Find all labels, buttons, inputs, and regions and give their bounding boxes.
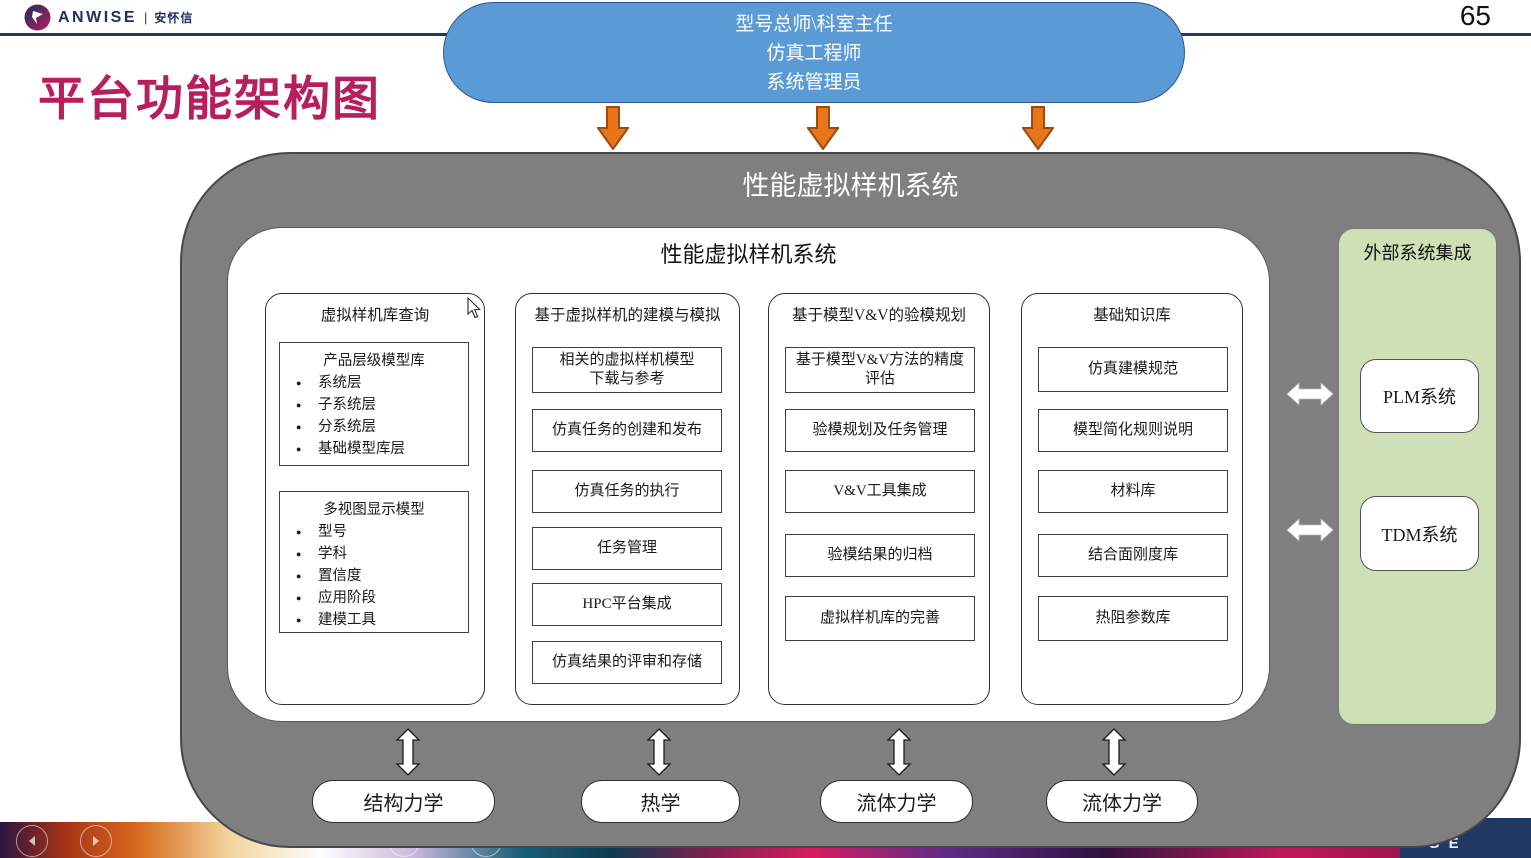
column-title: 基础知识库 bbox=[1093, 307, 1171, 324]
performance-vp-system-container: 性能虚拟样机系统 性能虚拟样机系统 虚拟样机库查询 产品层级模型库 系统层 子系… bbox=[180, 152, 1521, 848]
bullet-item: 子系统层 bbox=[280, 394, 468, 416]
container-title: 性能虚拟样机系统 bbox=[742, 171, 959, 201]
function-box: 验模结果的归档 bbox=[785, 534, 975, 577]
discipline-box-fluid-1: 流体力学 bbox=[820, 780, 973, 823]
performance-vp-system-panel: 性能虚拟样机系统 虚拟样机库查询 产品层级模型库 系统层 子系统层 分系统层 基… bbox=[227, 227, 1270, 722]
column-title: 基于虚拟样机的建模与模拟 bbox=[534, 307, 721, 324]
function-box: 虚拟样机库的完善 bbox=[785, 596, 975, 641]
discipline-box-fluid-2: 流体力学 bbox=[1046, 780, 1198, 823]
brand-divider: | bbox=[144, 10, 148, 25]
actor-line: 型号总师\科室主任 bbox=[735, 14, 893, 35]
function-box: 仿真任务的执行 bbox=[532, 470, 722, 513]
column-vv-validation-planning: 基于模型V&V的验模规划 基于模型V&V方法的精度 评估 验模规划及任务管理 V… bbox=[768, 293, 990, 705]
group-multiview-model: 多视图显示模型 型号 学科 置信度 应用阶段 建模工具 bbox=[279, 491, 469, 633]
group-title: 多视图显示模型 bbox=[323, 502, 425, 518]
horizontal-double-arrow-icon bbox=[1286, 517, 1334, 543]
function-box: HPC平台集成 bbox=[532, 583, 722, 626]
external-panel-title: 外部系统集成 bbox=[1363, 243, 1472, 263]
function-box: 仿真建模规范 bbox=[1038, 347, 1228, 392]
function-box: 相关的虚拟样机模型 下载与参考 bbox=[532, 347, 722, 393]
next-icon bbox=[80, 825, 112, 857]
bullet-item: 应用阶段 bbox=[280, 587, 468, 609]
tdm-system-box: TDM系统 bbox=[1360, 496, 1479, 571]
company-logo: ANWISE | 安怀信 bbox=[24, 4, 193, 31]
page-number: 65 bbox=[1459, 0, 1491, 31]
column-title: 基于模型V&V的验模规划 bbox=[792, 307, 966, 324]
panel-title: 性能虚拟样机系统 bbox=[660, 242, 837, 267]
bullet-item: 分系统层 bbox=[280, 416, 468, 438]
down-arrow-icon bbox=[807, 106, 839, 150]
function-box: 基于模型V&V方法的精度 评估 bbox=[785, 347, 975, 393]
function-box: 仿真结果的评审和存储 bbox=[532, 641, 722, 684]
vertical-double-arrow-icon bbox=[886, 728, 912, 776]
bullet-item: 建模工具 bbox=[280, 609, 468, 631]
mouse-pointer-icon bbox=[467, 297, 483, 319]
function-box: 仿真任务的创建和发布 bbox=[532, 409, 722, 452]
discipline-box-thermal: 热学 bbox=[581, 780, 740, 823]
bullet-item: 学科 bbox=[280, 543, 468, 565]
brand-name-cn: 安怀信 bbox=[154, 11, 194, 25]
horizontal-double-arrow-icon bbox=[1286, 381, 1334, 407]
function-box: 任务管理 bbox=[532, 527, 722, 570]
function-box: 验模规划及任务管理 bbox=[785, 409, 975, 452]
external-systems-panel: 外部系统集成 PLM系统 TDM系统 bbox=[1338, 228, 1497, 725]
vertical-double-arrow-icon bbox=[646, 728, 672, 776]
column-modeling-simulation: 基于虚拟样机的建模与模拟 相关的虚拟样机模型 下载与参考 仿真任务的创建和发布 … bbox=[515, 293, 740, 705]
down-arrow-icon bbox=[1022, 106, 1054, 150]
column-title: 虚拟样机库查询 bbox=[320, 307, 430, 324]
slide-title: 平台功能架构图 bbox=[38, 72, 381, 125]
group-product-level-model-library: 产品层级模型库 系统层 子系统层 分系统层 基础模型库层 bbox=[279, 342, 469, 466]
bullet-item: 置信度 bbox=[280, 565, 468, 587]
function-box: V&V工具集成 bbox=[785, 470, 975, 513]
function-box: 模型简化规则说明 bbox=[1038, 409, 1228, 452]
actors-box: 型号总师\科室主任 仿真工程师 系统管理员 bbox=[443, 2, 1185, 103]
vertical-double-arrow-icon bbox=[395, 728, 421, 776]
discipline-box-structural: 结构力学 bbox=[312, 780, 495, 823]
function-box: 结合面刚度库 bbox=[1038, 534, 1228, 577]
brand-name: ANWISE bbox=[58, 8, 137, 26]
function-box: 热阻参数库 bbox=[1038, 596, 1228, 641]
anwise-logo-icon bbox=[24, 4, 51, 31]
group-title: 产品层级模型库 bbox=[323, 353, 425, 369]
plm-system-box: PLM系统 bbox=[1360, 359, 1479, 433]
vertical-double-arrow-icon bbox=[1101, 728, 1127, 776]
bullet-item: 基础模型库层 bbox=[280, 438, 468, 460]
prev-icon bbox=[16, 825, 48, 857]
column-knowledge-base: 基础知识库 仿真建模规范 模型简化规则说明 材料库 结合面刚度库 热阻参数库 bbox=[1021, 293, 1243, 705]
function-box: 材料库 bbox=[1038, 470, 1228, 513]
down-arrow-icon bbox=[597, 106, 629, 150]
actor-line: 仿真工程师 bbox=[766, 43, 862, 64]
bullet-item: 系统层 bbox=[280, 372, 468, 394]
column-vp-library-query: 虚拟样机库查询 产品层级模型库 系统层 子系统层 分系统层 基础模型库层 多视图… bbox=[265, 293, 485, 705]
actor-line: 系统管理员 bbox=[766, 72, 862, 93]
bullet-item: 型号 bbox=[280, 521, 468, 543]
